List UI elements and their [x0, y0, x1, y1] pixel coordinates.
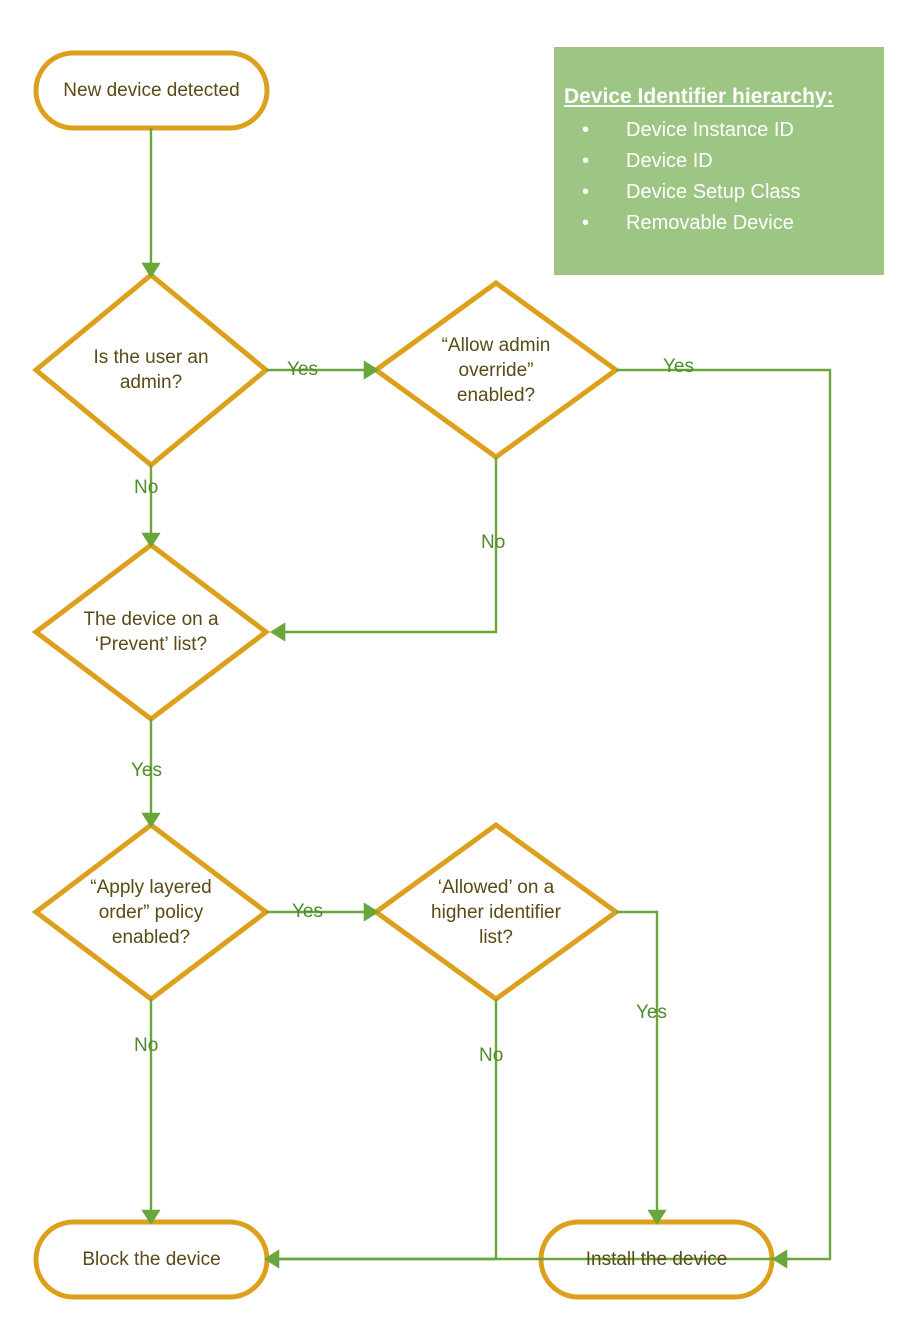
- edge-label-is-admin-yes: Yes: [287, 359, 318, 380]
- legend-item-label: Device ID: [626, 150, 713, 172]
- edge-label-admin-override-yes: Yes: [663, 356, 694, 377]
- bullet-icon: •: [582, 150, 590, 172]
- legend-list: • Device Instance ID • Device ID • Devic…: [564, 115, 801, 239]
- legend-panel: Device Identifier hierarchy: • Device In…: [554, 47, 884, 275]
- edge-label-layered-order-no: No: [134, 1035, 159, 1056]
- list-item: • Device ID: [564, 146, 801, 177]
- node-allowed-higher-shape: [371, 821, 621, 1003]
- edge-admin-override-no: [269, 457, 498, 642]
- bullet-icon: •: [582, 181, 590, 203]
- edge-label-allowed-higher-no: No: [479, 1045, 504, 1066]
- edge-label-layered-order-yes: Yes: [292, 901, 323, 922]
- node-is-admin-shape: [32, 271, 270, 469]
- node-prevent-list-shape: [31, 541, 271, 723]
- node-layered-order-shape: [31, 821, 271, 1003]
- legend-item-label: Removable Device: [626, 212, 794, 234]
- list-item: • Device Setup Class: [564, 177, 801, 208]
- bullet-icon: •: [582, 119, 590, 141]
- edge-label-prevent-list-yes: Yes: [131, 760, 162, 781]
- edge-admin-override-yes: [279, 368, 832, 1261]
- edge-label-admin-override-no: No: [481, 532, 506, 553]
- bullet-icon: •: [582, 212, 590, 234]
- legend-title: Device Identifier hierarchy:: [564, 85, 834, 108]
- node-admin-override-shape: [371, 279, 621, 461]
- edge-label-is-admin-no: No: [134, 477, 159, 498]
- node-start-shape: [33, 50, 270, 131]
- edge-allowed-higher-no: [263, 999, 498, 1269]
- list-item: • Removable Device: [564, 208, 801, 239]
- edge-label-allowed-higher-yes: Yes: [636, 1002, 667, 1023]
- legend-item-label: Device Instance ID: [626, 119, 794, 141]
- edge-allowed-higher-yes: [616, 910, 667, 1226]
- node-block-shape: [33, 1219, 270, 1300]
- list-item: • Device Instance ID: [564, 115, 801, 146]
- legend-item-label: Device Setup Class: [626, 181, 801, 203]
